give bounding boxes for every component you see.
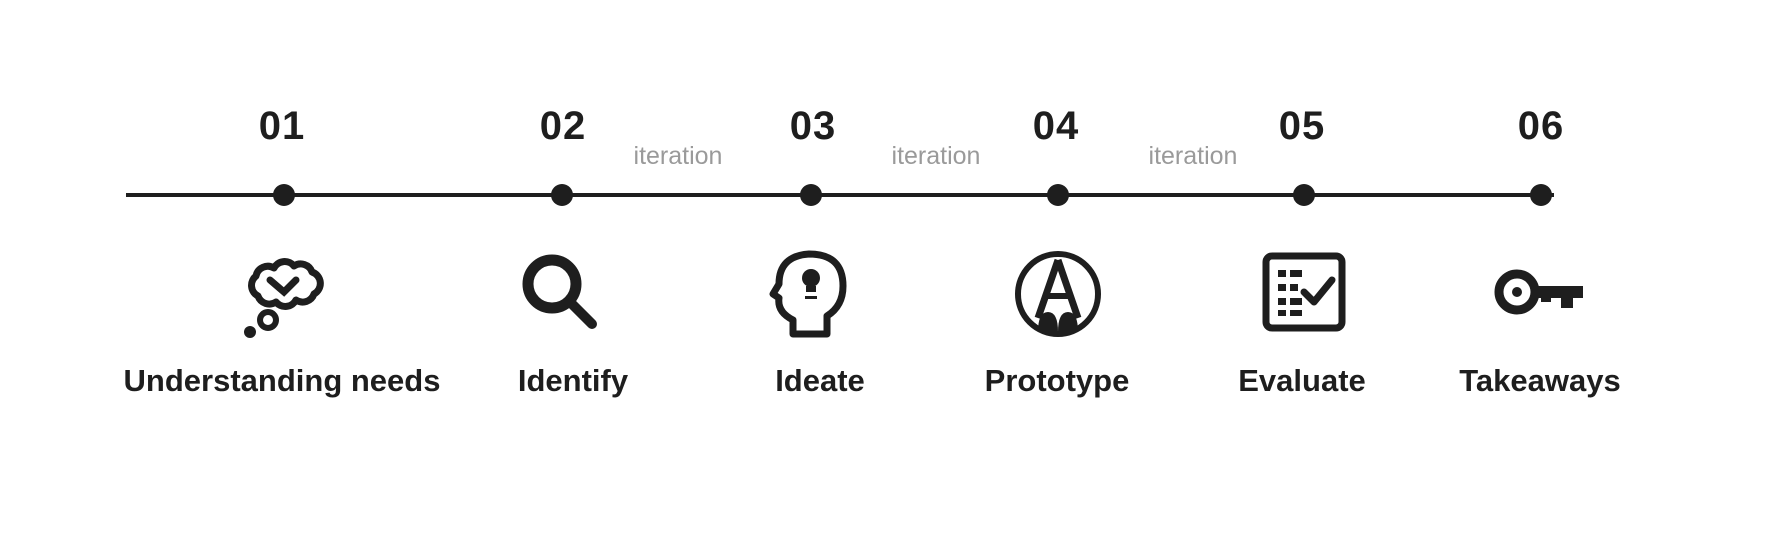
step-label-05: Evaluate <box>1238 363 1366 398</box>
timeline-dot-06 <box>1530 184 1552 206</box>
timeline-dot-05 <box>1293 184 1315 206</box>
timeline-dot-03 <box>800 184 822 206</box>
iteration-label-02-03: iteration <box>633 142 723 170</box>
step-number-04: 04 <box>1032 104 1080 148</box>
step-label-02: Identify <box>517 363 629 398</box>
step-number-03: 03 <box>789 104 837 148</box>
timeline-line <box>126 193 1554 197</box>
step-number-01: 01 <box>258 104 306 148</box>
magnifier-icon <box>514 246 610 342</box>
checklist-icon <box>1256 246 1352 342</box>
step-number-06: 06 <box>1517 104 1565 148</box>
timeline-dot-02 <box>551 184 573 206</box>
iteration-label-03-04: iteration <box>891 142 981 170</box>
step-label-04: Prototype <box>984 363 1130 398</box>
head-lightbulb-icon <box>763 246 859 342</box>
step-label-06: Takeaways <box>1459 363 1621 398</box>
pencil-circle-icon <box>1010 246 1106 342</box>
timeline-dot-01 <box>273 184 295 206</box>
step-number-02: 02 <box>539 104 587 148</box>
step-label-03: Ideate <box>775 363 865 398</box>
iteration-label-04-05: iteration <box>1148 142 1238 170</box>
thought-bubble-icon <box>236 246 332 342</box>
timeline-dot-04 <box>1047 184 1069 206</box>
step-label-01: Understanding needs <box>123 363 441 398</box>
key-icon <box>1493 246 1589 342</box>
step-number-05: 05 <box>1278 104 1326 148</box>
